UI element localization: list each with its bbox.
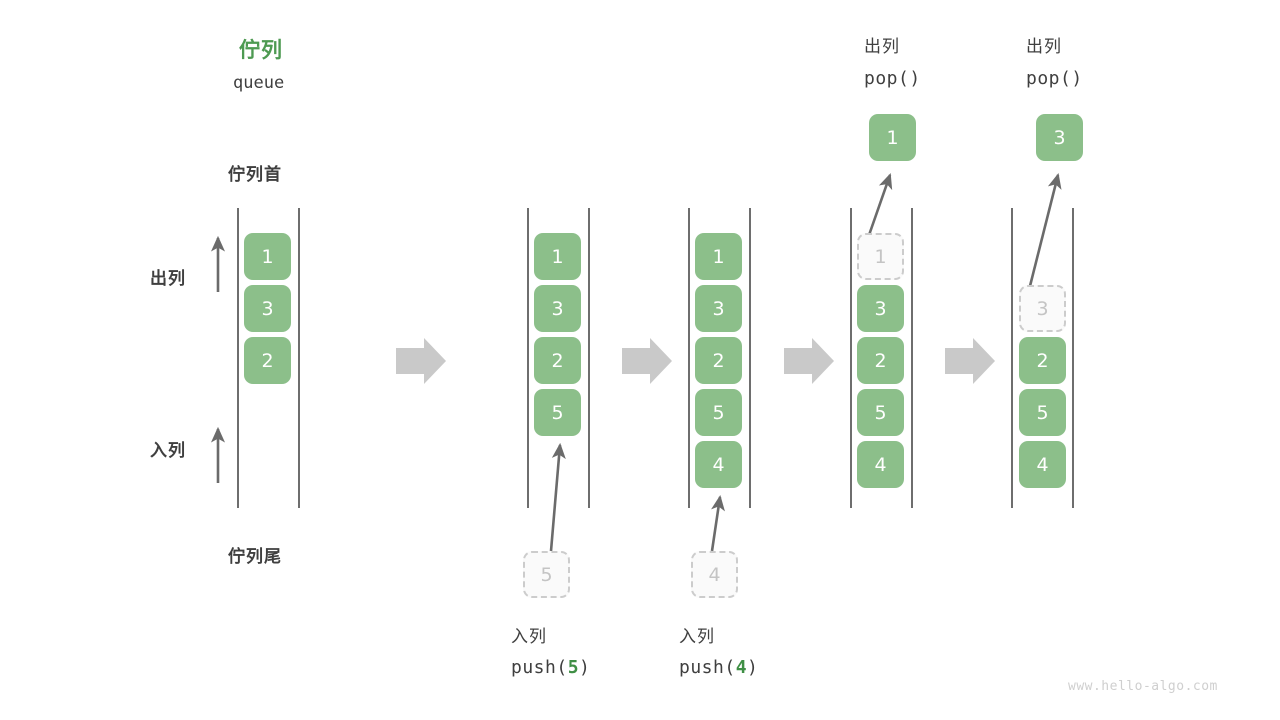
queue-cell-ghost: 1	[857, 233, 904, 280]
pop-1-connector-arrow	[866, 173, 893, 239]
popped-cell: 3	[1036, 114, 1083, 161]
queue-tail-label: 佇列尾	[228, 547, 282, 567]
incoming-ghost-cell: 4	[691, 551, 738, 598]
queue-head-label: 佇列首	[228, 165, 282, 185]
queue-title-en: queue	[233, 73, 285, 93]
push-4-code-prefix: push(	[679, 657, 736, 678]
queue-cell: 2	[695, 337, 742, 384]
push-4-code-suffix: )	[747, 657, 759, 678]
push-4-caption-cn: 入列	[679, 627, 715, 647]
queue-cell: 2	[857, 337, 904, 384]
popped-cell: 1	[869, 114, 916, 161]
pop-3-caption-code: pop()	[1026, 68, 1083, 89]
queue-cell-ghost: 3	[1019, 285, 1066, 332]
queue-cell: 5	[857, 389, 904, 436]
pop-3-connector-arrow	[1027, 172, 1062, 291]
queue-cell: 5	[1019, 389, 1066, 436]
step-arrow-2	[622, 338, 672, 384]
push-4-connector-arrow	[710, 494, 725, 552]
step-arrow-1	[396, 338, 446, 384]
incoming-ghost-cell: 5	[523, 551, 570, 598]
queue-cell: 3	[695, 285, 742, 332]
queue-cell: 5	[534, 389, 581, 436]
queue-cell: 4	[695, 441, 742, 488]
column-rails-initial	[237, 208, 300, 508]
pop-1-caption-code: pop()	[864, 68, 921, 89]
column-rails-push-4	[688, 208, 751, 508]
queue-cell: 2	[1019, 337, 1066, 384]
dequeue-side-label: 出列	[150, 269, 186, 289]
queue-cell: 1	[695, 233, 742, 280]
push-4-code-arg: 4	[735, 657, 748, 678]
queue-cell: 3	[534, 285, 581, 332]
queue-cell: 5	[695, 389, 742, 436]
step-arrow-4	[945, 338, 995, 384]
queue-cell: 2	[244, 337, 291, 384]
push-5-code-prefix: push(	[511, 657, 568, 678]
column-rails-pop-3	[1011, 208, 1074, 508]
push-5-caption-cn: 入列	[511, 627, 547, 647]
site-watermark: www.hello-algo.com	[1068, 679, 1218, 694]
column-rails-pop-1	[850, 208, 913, 508]
pop-3-caption-cn: 出列	[1026, 37, 1062, 57]
push-5-code-arg: 5	[567, 657, 580, 678]
queue-cell: 4	[857, 441, 904, 488]
push-5-connector-arrow	[549, 442, 566, 552]
push-5-caption-code: push(5)	[511, 657, 590, 678]
queue-cell: 1	[534, 233, 581, 280]
queue-cell: 1	[244, 233, 291, 280]
pop-1-caption-cn: 出列	[864, 37, 900, 57]
queue-title-cn: 佇列	[239, 38, 283, 62]
queue-cell: 3	[857, 285, 904, 332]
enqueue-side-label: 入列	[150, 441, 186, 461]
column-rails-push-5	[527, 208, 590, 508]
step-arrow-3	[784, 338, 834, 384]
queue-cell: 3	[244, 285, 291, 332]
queue-cell: 2	[534, 337, 581, 384]
queue-cell: 4	[1019, 441, 1066, 488]
push-5-code-suffix: )	[579, 657, 591, 678]
push-4-caption-code: push(4)	[679, 657, 758, 678]
